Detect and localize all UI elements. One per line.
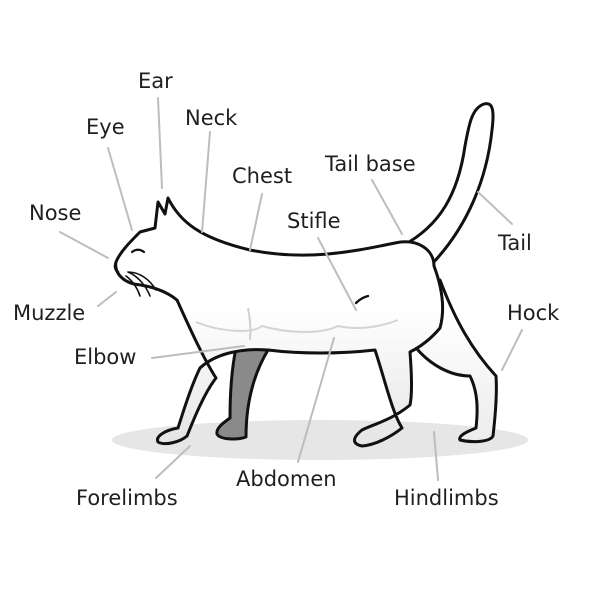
cat-body	[114, 196, 445, 448]
cat-eye	[130, 248, 146, 254]
label-neck: Neck	[185, 106, 238, 130]
belly-contour	[195, 319, 399, 333]
label-hindlimbs: Hindlimbs	[394, 486, 499, 510]
label-elbow: Elbow	[74, 345, 136, 369]
label-chest: Chest	[232, 164, 292, 188]
muzzle-leader	[97, 291, 117, 307]
far-foreleg	[215, 346, 270, 441]
neck-leader	[201, 131, 211, 233]
label-abdomen: Abdomen	[236, 467, 337, 491]
shoulder-contour	[247, 307, 252, 341]
cat-nose	[113, 260, 120, 274]
label-tail-base: Tail base	[324, 152, 416, 176]
label-stifle: Stifle	[287, 209, 341, 233]
stifle-leader	[317, 237, 357, 311]
hindlimbs-leader	[433, 431, 439, 481]
nose-leader	[59, 231, 109, 259]
forelimbs-leader	[155, 445, 191, 479]
eye-leader	[107, 147, 133, 231]
stifle-crease	[354, 294, 370, 305]
label-muzzle: Muzzle	[13, 301, 85, 325]
abdomen-leader	[297, 337, 335, 463]
label-eye: Eye	[86, 115, 125, 139]
tail-base-leader	[371, 179, 403, 235]
elbow-leader	[151, 345, 245, 359]
label-tail: Tail	[497, 231, 532, 255]
hock-leader	[501, 329, 523, 371]
chest-leader	[249, 193, 263, 251]
whiskers	[125, 271, 157, 297]
label-ear: Ear	[138, 69, 173, 93]
ear-leader	[157, 97, 163, 189]
label-hock: Hock	[507, 301, 560, 325]
label-nose: Nose	[29, 201, 81, 225]
tail-leader	[477, 191, 513, 225]
label-forelimbs: Forelimbs	[76, 486, 178, 510]
cat-tail	[400, 102, 495, 266]
